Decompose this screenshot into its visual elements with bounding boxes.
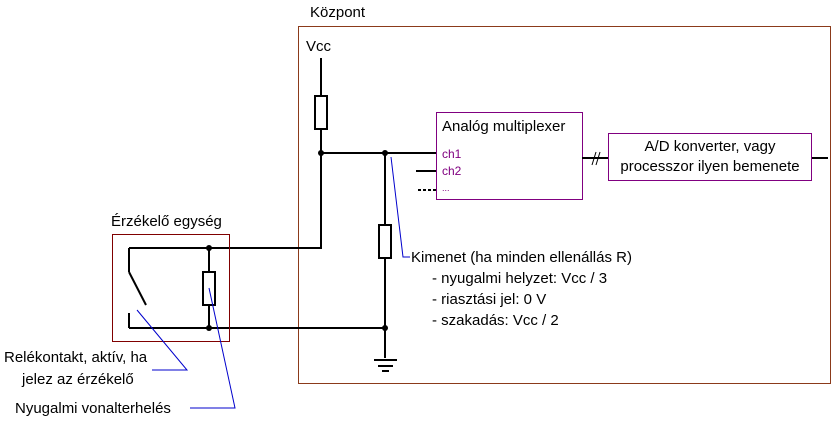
sensor-unit-label: Érzékelő egység: [111, 213, 222, 230]
output-pointer-line: [390, 156, 410, 258]
central-unit-label: Központ: [310, 4, 366, 21]
relay-annotation-line2: jelez az érzékelő: [21, 371, 134, 388]
vcc-label: Vcc: [306, 38, 332, 55]
relay-annotation-line1: Relékontakt, aktív, ha: [4, 349, 148, 366]
output-note-item-1: - nyugalmi helyzet: Vcc / 3: [432, 270, 607, 287]
central-unit-box: [298, 26, 831, 384]
bus-marker-icon: [591, 151, 601, 166]
adc-label-line2: processzor ilyen bemenete: [620, 158, 799, 175]
multiplexer-title: Analóg multiplexer: [442, 118, 565, 135]
relay-contact-switch: [128, 248, 147, 328]
load-pointer-line: [190, 287, 236, 409]
junction-node: [318, 150, 324, 156]
ground-icon: [374, 359, 397, 372]
output-note-heading: Kimenet (ha minden ellenállás R): [411, 249, 632, 266]
multiplexer-channel-2: ch2: [442, 164, 462, 178]
load-bottom-node: [206, 325, 212, 331]
multiplexer-channel-1: ch1: [442, 147, 462, 161]
pullup-resistor: [314, 95, 328, 130]
adc-box: [608, 133, 812, 181]
load-annotation: Nyugalmi vonalterhelés: [15, 400, 171, 417]
sensor-unit-box: [112, 234, 230, 342]
pulldown-resistor: [378, 224, 392, 259]
adc-label-line1: A/D konverter, vagy: [645, 138, 776, 155]
relay-pointer-line: [136, 309, 189, 371]
multiplexer-box: [436, 112, 583, 200]
output-note-item-3: - szakadás: Vcc / 2: [432, 312, 559, 329]
output-note-item-2: - riasztási jel: 0 V: [432, 291, 546, 308]
load-top-node: [206, 245, 212, 251]
multiplexer-channel-more: ...: [442, 183, 450, 193]
